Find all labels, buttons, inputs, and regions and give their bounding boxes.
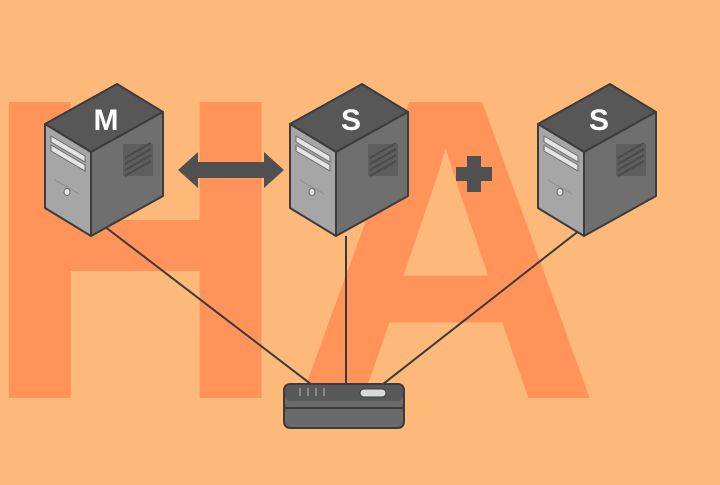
cable-master <box>103 225 317 389</box>
slave-server-2: S <box>537 83 657 237</box>
switch-indicator <box>359 388 387 398</box>
double-arrow-icon <box>178 152 284 188</box>
master-server: M <box>44 83 164 237</box>
server-label: S <box>341 104 361 137</box>
cable-slave-2 <box>377 225 586 389</box>
switch-ports <box>299 388 325 396</box>
network-cables <box>103 225 586 389</box>
plus-icon <box>456 156 492 192</box>
server-label: M <box>94 104 119 137</box>
slave-server-1: S <box>289 83 409 237</box>
network-switch <box>283 383 405 429</box>
server-label: S <box>589 104 609 137</box>
